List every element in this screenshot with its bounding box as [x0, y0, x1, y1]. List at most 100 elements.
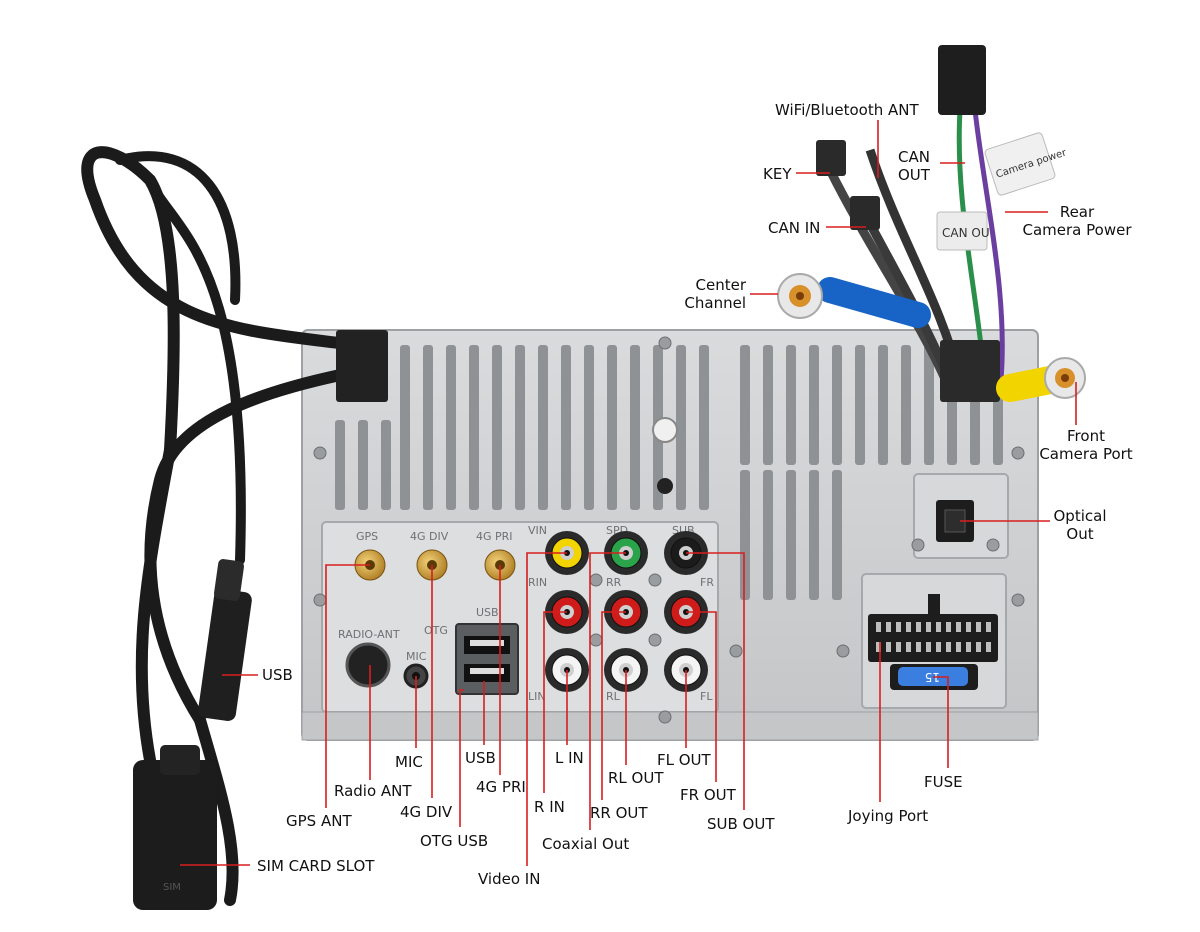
vent-slot — [809, 470, 819, 600]
label-can-out: CAN OUT — [898, 148, 930, 184]
vent-slot — [763, 345, 773, 465]
vent-slot — [699, 345, 709, 510]
label-4g-pri: 4G PRI — [476, 778, 526, 796]
label-otg-usb: OTG USB — [420, 832, 489, 850]
connector-pin — [906, 642, 911, 652]
rr-print: RR — [606, 576, 622, 589]
label-usb-side: USB — [262, 666, 293, 684]
top-harness: CAN OU Camera power — [816, 45, 1069, 402]
connector-pin — [946, 622, 951, 632]
vent-slot — [878, 345, 888, 465]
leader-line — [686, 611, 717, 782]
connector-pin — [896, 642, 901, 652]
leader-line — [933, 676, 949, 768]
vent-slot — [901, 345, 911, 465]
label-can-in: CAN IN — [768, 219, 821, 237]
vent-slot — [630, 345, 640, 510]
leader-line — [526, 552, 567, 866]
panel-printed-labels: GPS 4G DIV 4G PRI RADIO-ANT MIC OTG USB … — [338, 524, 714, 703]
otg-print: OTG — [424, 624, 448, 637]
vent-slot — [676, 345, 686, 510]
leader-line — [686, 552, 745, 810]
rin-print: RIN — [528, 576, 547, 589]
leader-line — [601, 611, 626, 800]
can-out-tag: CAN OU — [942, 226, 990, 240]
connector-pin — [936, 622, 941, 632]
radio-ant-jack — [345, 642, 391, 688]
connector-pin — [946, 642, 951, 652]
vent-slot — [400, 345, 410, 510]
leader-line — [589, 552, 626, 830]
connector-pin — [886, 622, 891, 632]
vent-slot — [924, 345, 934, 465]
label-radio-ant: Radio ANT — [334, 782, 412, 800]
label-key: KEY — [763, 165, 792, 183]
vent-slots — [335, 345, 1003, 600]
leader-line — [325, 564, 370, 808]
vin-print: VIN — [528, 524, 547, 537]
rca-jacks — [545, 531, 708, 692]
label-rear-camera-line2: Camera Power — [1022, 221, 1132, 239]
connector-pin — [906, 622, 911, 632]
mic-print: MIC — [406, 650, 427, 663]
label-fr-out: FR OUT — [680, 786, 736, 804]
front-camera-rca — [996, 357, 1086, 402]
vent-slot — [740, 470, 750, 600]
vent-slot — [381, 420, 391, 510]
label-center-channel-line2: Channel — [684, 294, 746, 312]
cables — [81, 146, 371, 906]
vent-slot — [786, 470, 796, 600]
div-print: 4G DIV — [410, 530, 449, 543]
connector-pin — [876, 642, 881, 652]
label-rl-out: RL OUT — [608, 769, 664, 787]
pri-print: 4G PRI — [476, 530, 513, 543]
usb-plug — [198, 559, 252, 721]
label-front-camera-port: Front Camera Port — [1036, 427, 1136, 463]
label-4g-div: 4G DIV — [400, 803, 453, 821]
leader-line — [543, 611, 567, 793]
leader-lines — [180, 120, 1077, 866]
label-can-out-line2: OUT — [898, 166, 930, 184]
gps-print: GPS — [356, 530, 378, 543]
vent-slot — [584, 345, 594, 510]
vent-slot — [832, 345, 842, 465]
vent-slot — [538, 345, 548, 510]
fr-print: FR — [700, 576, 714, 589]
vent-slot — [446, 345, 456, 510]
connector-pin — [886, 642, 891, 652]
sim-adapter: SIM — [133, 745, 217, 910]
vent-slot — [561, 345, 571, 510]
label-center-channel-line1: Center — [695, 276, 747, 294]
connector-pin — [966, 642, 971, 652]
label-sim-card-slot: SIM CARD SLOT — [257, 857, 375, 875]
label-optical-line1: Optical — [1053, 507, 1107, 525]
connector-pin — [956, 622, 961, 632]
vent-slot — [832, 470, 842, 600]
connector-pin — [936, 642, 941, 652]
label-l-in: L IN — [555, 749, 584, 767]
vent-slot — [492, 345, 502, 510]
label-optical-out: Optical Out — [1045, 507, 1115, 543]
label-wifi-bt-ant: WiFi/Bluetooth ANT — [775, 101, 919, 119]
connector-pin — [926, 622, 931, 632]
connector-pin — [896, 622, 901, 632]
radio-ant-print: RADIO-ANT — [338, 628, 400, 641]
label-joying-port: Joying Port — [848, 807, 929, 825]
label-sub-out: SUB OUT — [707, 815, 775, 833]
label-video-in: Video IN — [478, 870, 541, 888]
label-usb: USB — [465, 749, 496, 767]
label-mic: MIC — [395, 753, 423, 771]
sma-connectors — [354, 549, 516, 581]
label-front-camera-line2: Camera Port — [1039, 445, 1133, 463]
label-rear-camera-power: Rear Camera Power — [1022, 203, 1132, 239]
fuse-value: 15 — [925, 670, 940, 684]
label-fl-out: FL OUT — [657, 751, 711, 769]
label-fuse: FUSE — [924, 773, 963, 791]
vent-slot — [607, 345, 617, 510]
connector-pin — [966, 622, 971, 632]
center-channel-rca — [777, 273, 931, 328]
leader-line — [459, 689, 464, 827]
vent-slot — [469, 345, 479, 510]
